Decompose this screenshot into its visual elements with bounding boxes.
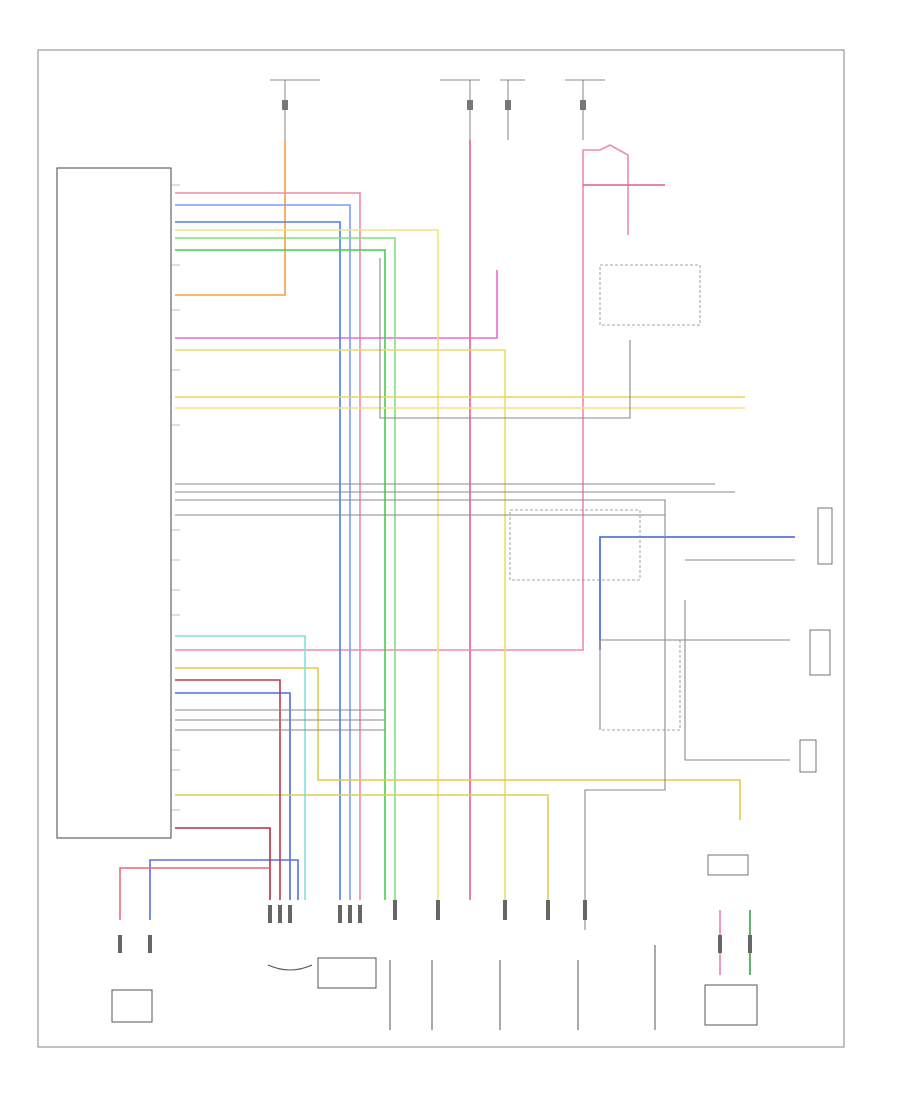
wire-magenta (175, 270, 498, 339)
wires (119, 140, 795, 975)
wire-blue-4 (599, 536, 795, 650)
wire-red-1 (175, 679, 281, 900)
wire-yellow-5 (175, 667, 741, 820)
dashed-components (509, 264, 701, 731)
wire-red-3 (119, 867, 270, 920)
fuse-symbols (282, 100, 586, 110)
wire-pink-1 (175, 192, 361, 900)
wire-blue-3 (175, 692, 291, 900)
wire-blue-2 (175, 221, 341, 900)
module-pin-ticks (171, 184, 180, 811)
wire-yellow-2 (175, 349, 506, 900)
right-connectors (707, 507, 833, 876)
wire-orange (175, 140, 286, 296)
wire-yellow-1 (175, 229, 439, 900)
wire-red-2 (175, 827, 271, 900)
bottom-components (111, 945, 758, 1030)
diagram-border (37, 49, 845, 1048)
wire-green-1 (175, 237, 396, 900)
connector-terminals (118, 900, 752, 953)
wire-cyan (175, 635, 306, 900)
wire-blue-1 (175, 204, 351, 900)
wire-blue-5 (149, 859, 299, 920)
wire-yellow-6 (175, 794, 549, 900)
power-feed-header (270, 79, 605, 140)
control-module-box (56, 167, 172, 839)
wire-pink-3 (175, 144, 629, 651)
wire-green-2 (175, 249, 386, 900)
ground-signal-wires (175, 258, 795, 930)
